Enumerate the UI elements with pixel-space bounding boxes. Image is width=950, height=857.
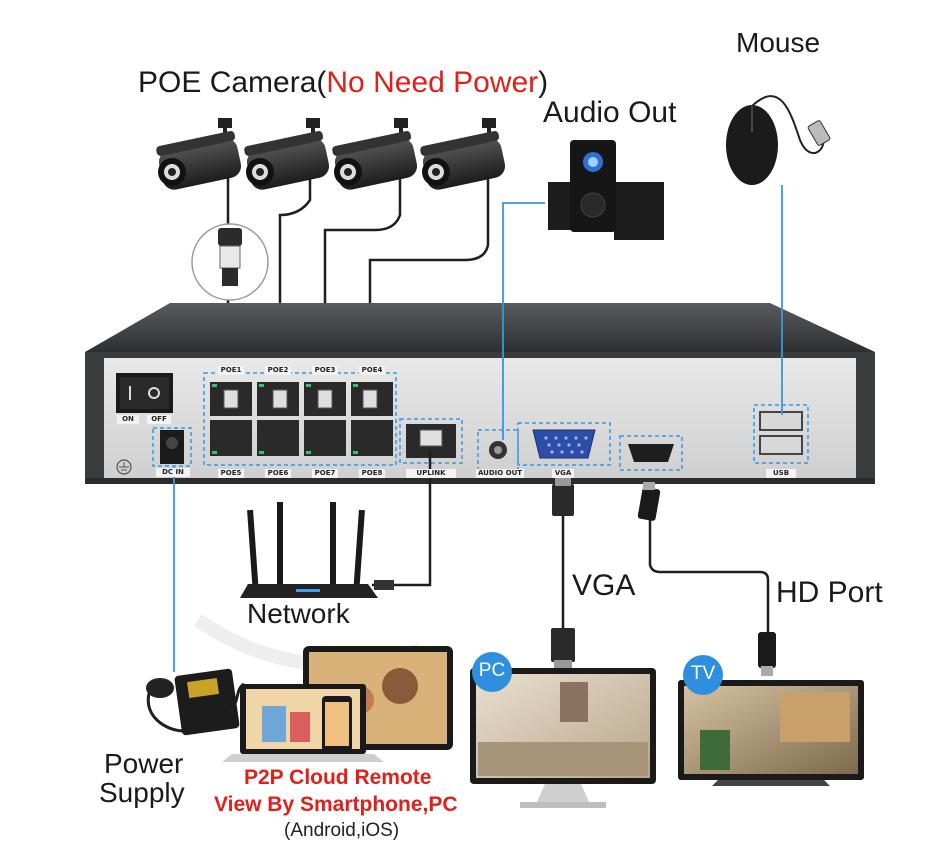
hd-port-label: HD Port bbox=[776, 576, 883, 609]
supply-label: Supply bbox=[99, 777, 185, 808]
laptop-icon bbox=[222, 684, 384, 762]
audio-out-port-label: AUDIO OUT bbox=[476, 469, 524, 478]
camera-icon bbox=[332, 118, 418, 190]
p2p-line1: P2P Cloud Remote bbox=[244, 766, 432, 789]
hdmi-port[interactable] bbox=[619, 435, 683, 471]
audio-out-label: Audio Out bbox=[543, 96, 677, 129]
usb-port-label: USB bbox=[766, 469, 796, 478]
mouse-icon bbox=[726, 95, 831, 185]
pc-badge bbox=[472, 652, 512, 692]
vga-port-label: VGA bbox=[552, 469, 574, 478]
camera-icon bbox=[156, 118, 242, 190]
poe1-label: POE1 bbox=[218, 366, 244, 375]
no-need-power-note: No Need Power bbox=[326, 66, 539, 99]
power-switch[interactable] bbox=[116, 373, 173, 413]
pc-badge-label: PC bbox=[478, 660, 506, 681]
camera-icon bbox=[244, 118, 330, 190]
dc-in-port[interactable] bbox=[152, 427, 192, 467]
tv-badge-label: TV bbox=[690, 663, 716, 684]
vga-port[interactable] bbox=[517, 422, 611, 466]
poe7-label: POE7 bbox=[312, 469, 338, 478]
on-label: ON bbox=[117, 415, 139, 424]
monitor-icon bbox=[470, 668, 656, 808]
router-icon bbox=[240, 502, 378, 598]
ground-icon bbox=[116, 459, 132, 475]
poe-camera-title: POE Camera(No Need Power) bbox=[138, 66, 549, 99]
poe3-label: POE3 bbox=[312, 366, 338, 375]
poe-port-group bbox=[203, 372, 397, 466]
camera-icon bbox=[420, 118, 506, 190]
power-adapter-icon bbox=[146, 668, 245, 736]
poe6-label: POE6 bbox=[265, 469, 291, 478]
usb-port[interactable] bbox=[753, 404, 809, 464]
rj45-plug-icon bbox=[191, 223, 269, 301]
mouse-label: Mouse bbox=[736, 27, 821, 58]
p2p-line3: (Android,iOS) bbox=[284, 820, 400, 841]
vga-label: VGA bbox=[572, 569, 636, 602]
smartphone-icon bbox=[322, 696, 352, 752]
poe8-label: POE8 bbox=[359, 469, 385, 478]
poe2-label: POE2 bbox=[265, 366, 291, 375]
poe5-label: POE5 bbox=[218, 469, 244, 478]
hdmi-plug-icon bbox=[637, 482, 776, 676]
network-label: Network bbox=[247, 598, 350, 629]
speaker-icon bbox=[548, 140, 664, 240]
tv-badge bbox=[683, 655, 723, 695]
dc-in-label: DC IN bbox=[156, 468, 190, 477]
vga-plug-icon bbox=[551, 478, 575, 668]
uplink-label: UPLINK bbox=[406, 469, 456, 478]
off-label: OFF bbox=[147, 415, 171, 424]
p2p-line2: View By Smartphone,PC bbox=[214, 793, 458, 816]
rj45-plug-icon bbox=[374, 580, 394, 590]
power-label: Power bbox=[104, 748, 184, 779]
blue-cables bbox=[173, 185, 783, 672]
tv-icon bbox=[678, 680, 864, 786]
poe4-label: POE4 bbox=[359, 366, 385, 375]
